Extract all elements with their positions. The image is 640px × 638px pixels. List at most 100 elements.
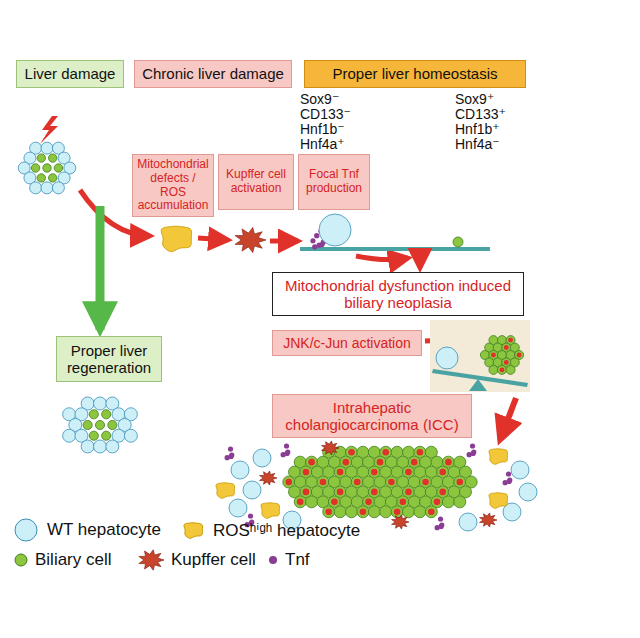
biliary-cell: [506, 365, 515, 374]
jun-dot: [371, 489, 378, 496]
tnf-dot: [284, 451, 289, 456]
wt-hepatocyte: [229, 499, 247, 517]
jun-dot: [508, 338, 513, 343]
jun-dot: [504, 345, 509, 350]
wt-hepatocyte: [253, 449, 271, 467]
legend-swatch: [12, 518, 42, 542]
legend-swatch: [12, 548, 30, 572]
box-text: Chronic liver damage: [142, 65, 284, 82]
jun-dot: [354, 479, 361, 486]
icc-arrow: [500, 398, 516, 440]
jun-dot: [337, 489, 344, 496]
biliary-cell: [442, 496, 454, 508]
wt-hepatocyte: [511, 461, 529, 479]
tnf-dot: [248, 513, 253, 518]
biliary-cell: [380, 506, 392, 518]
jun-dot: [360, 508, 367, 515]
wt-hepatocyte: [94, 440, 107, 453]
wt-hepatocyte: [124, 429, 137, 442]
marker-label: Hnf4a⁻: [455, 137, 500, 152]
wt-hepatocyte: [41, 182, 53, 194]
box-text: Mitochondrial defects / ROS accumulation: [137, 158, 209, 213]
jun-dot: [422, 479, 429, 486]
process-box: JNK/c-Jun activation: [272, 330, 422, 356]
legend-item: Biliary cell: [12, 548, 112, 572]
lightning-bolt: [40, 116, 58, 144]
jun-dot: [400, 499, 407, 506]
marker-label: Hnf1b⁻: [300, 122, 345, 137]
tnf-dot: [228, 446, 233, 451]
legend-swatch: [178, 518, 208, 542]
ros-hepatocyte: [489, 449, 508, 465]
legend-text: ROSʰⁱᵍʰ hepatocyte: [213, 520, 360, 541]
wt-hepatocyte: [519, 483, 537, 501]
biliary-cell: [414, 506, 426, 518]
jun-dot: [439, 489, 446, 496]
kupffer-cell: [480, 513, 497, 527]
neoplasia-panel: [430, 320, 530, 392]
jun-dot: [343, 459, 350, 466]
outcome-box: Proper liver regeneration: [56, 336, 162, 382]
jun-dot: [297, 499, 304, 506]
wt-hepatocyte: [319, 214, 351, 246]
biliary-cell: [83, 420, 92, 429]
biliary-cell: [498, 365, 507, 374]
ros-hepatocyte: [489, 493, 508, 509]
biliary-cell: [346, 506, 358, 518]
tnf-dot: [470, 451, 475, 456]
stage-box: Liver damage: [16, 60, 124, 88]
wt-hepatocyte: [30, 182, 42, 194]
ros-hepatocyte: [161, 226, 191, 251]
box-text: Intrahepatic cholangiocarcinoma (ICC): [277, 399, 467, 434]
biliary-cell: [357, 506, 369, 518]
biliary-cell: [102, 431, 111, 440]
flow-arrow: [270, 239, 298, 244]
stage-box: Proper liver homeostasis: [304, 60, 526, 88]
jun-dot: [428, 508, 435, 515]
jun-dot: [517, 353, 522, 358]
legend-item: WT hepatocyte: [12, 518, 161, 542]
process-box: Kupffer cell activation: [218, 154, 294, 210]
jun-dot: [394, 508, 401, 515]
box-text: JNK/c-Jun activation: [283, 335, 411, 351]
jun-dot: [377, 459, 384, 466]
regeneration-arrow: [96, 206, 105, 330]
biliary-cell: [102, 410, 111, 419]
jun-dot: [411, 459, 418, 466]
tnf-dot: [310, 238, 315, 243]
biliary-cell: [489, 365, 498, 374]
legend-item: Kupffer cell: [136, 548, 256, 572]
box-text: Proper liver homeostasis: [332, 65, 497, 82]
jun-dot: [331, 499, 338, 506]
wt-hepatocyte: [63, 429, 76, 442]
tnf-dot: [438, 516, 443, 521]
jun-dot: [491, 353, 496, 358]
wt-hepatocyte: [52, 182, 64, 194]
kupffer-cell: [392, 515, 409, 529]
jun-dot: [445, 459, 452, 466]
tnf-dot: [317, 243, 322, 248]
marker-label: Sox9⁺: [455, 92, 494, 107]
legend-text: Kupffer cell: [171, 550, 256, 570]
box-text: Focal Tnf production: [303, 168, 365, 196]
biliary-cell: [49, 154, 57, 162]
biliary-cell: [323, 506, 335, 518]
jun-dot: [405, 489, 412, 496]
biliary-cell: [54, 164, 62, 172]
biliary-cell: [453, 237, 463, 247]
seesaw-fulcrum: [469, 379, 487, 391]
jun-dot: [388, 479, 395, 486]
outcome-box: Intrahepatic cholangiocarcinoma (ICC): [272, 394, 472, 438]
wt-hepatocyte: [94, 397, 107, 410]
flow-arrow: [356, 256, 408, 260]
legend-swatch: [136, 548, 166, 572]
biliary-cell: [89, 410, 98, 419]
marker-label: Hnf1b⁺: [455, 122, 500, 137]
seesaw-bar: [300, 247, 490, 251]
jun-dot: [371, 469, 378, 476]
biliary-cell: [43, 164, 51, 172]
jun-dot: [286, 479, 293, 486]
marker-label: Hnf4a⁺: [300, 137, 345, 152]
tnf-dot: [438, 524, 443, 529]
tnf-dot: [314, 233, 319, 238]
